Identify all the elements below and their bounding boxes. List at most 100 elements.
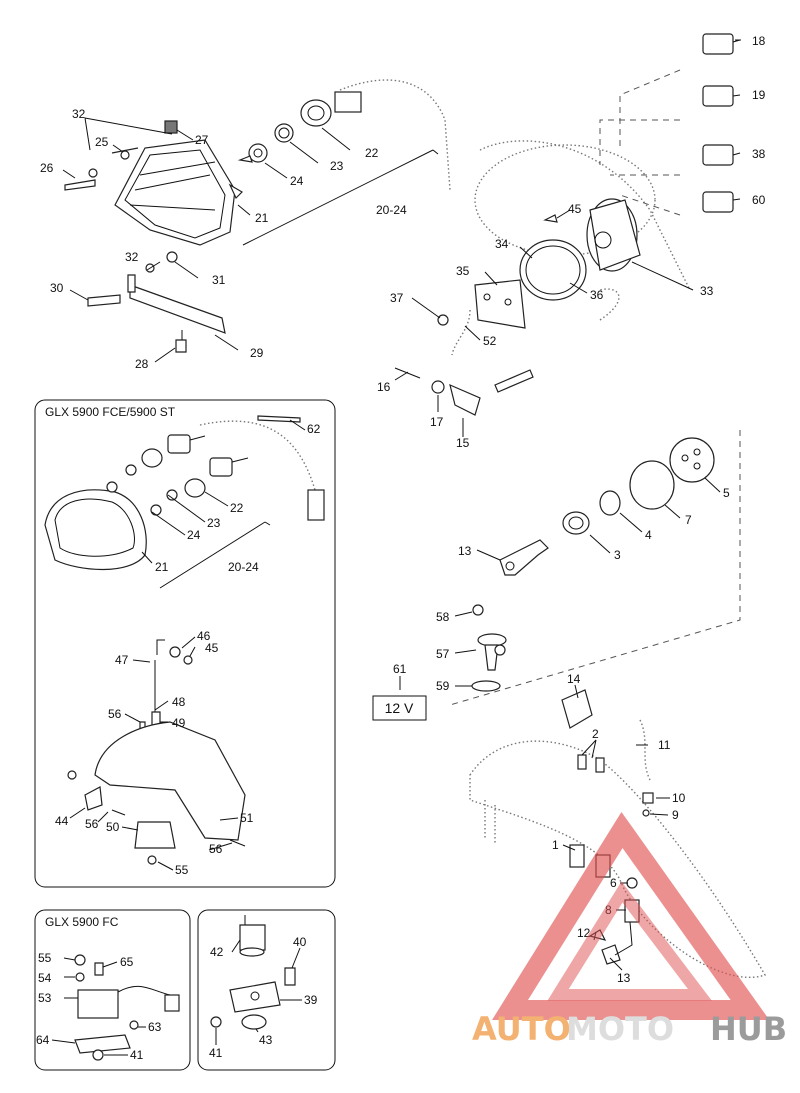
fce-headlight <box>44 415 325 571</box>
callout-21: 21 <box>255 211 269 225</box>
callout-44: 44 <box>55 814 69 828</box>
callout-36: 36 <box>590 288 604 302</box>
callout-7: 7 <box>685 513 692 527</box>
bulb-socket-top <box>237 79 451 191</box>
section-box-relay <box>197 909 336 1071</box>
callout-20-24b: 20-24 <box>228 560 259 574</box>
callout-61: 61 <box>393 662 407 676</box>
callout-41: 41 <box>130 1048 144 1062</box>
callout-55b: 55 <box>38 951 52 965</box>
callout-24b: 24 <box>187 528 201 542</box>
voltage-box <box>372 695 427 721</box>
callout-15: 15 <box>456 436 470 450</box>
watermark-auto: AUTO <box>472 1010 571 1048</box>
callout-33: 33 <box>700 284 714 298</box>
callout-28: 28 <box>135 357 149 371</box>
callout-32b: 32 <box>125 250 139 264</box>
callout-38: 38 <box>752 147 766 161</box>
callout-32: 32 <box>72 107 86 121</box>
callout-42: 42 <box>210 945 224 959</box>
callout-1: 1 <box>552 838 559 852</box>
callout-47: 47 <box>115 653 129 667</box>
callout-10: 10 <box>672 791 686 805</box>
callout-4: 4 <box>645 528 652 542</box>
callout-56: 56 <box>108 707 122 721</box>
callout-45b: 45 <box>205 641 219 655</box>
callout-34: 34 <box>495 237 509 251</box>
callout-45: 45 <box>568 202 582 216</box>
section-box-glx-fce-st <box>34 399 336 888</box>
callout-64: 64 <box>36 1033 50 1047</box>
callout-6: 6 <box>610 876 617 890</box>
callout-22b: 22 <box>230 501 244 515</box>
section-title-glx-fc: GLX 5900 FC <box>45 915 119 929</box>
section-title-glx-fce-st: GLX 5900 FCE/5900 ST <box>45 405 176 419</box>
callout-3: 3 <box>614 548 621 562</box>
callout-58: 58 <box>436 610 450 624</box>
callout-43: 43 <box>259 1033 273 1047</box>
callout-35: 35 <box>456 264 470 278</box>
gauge-cluster <box>437 140 691 356</box>
callout-2: 2 <box>592 727 599 741</box>
callout-25: 25 <box>95 135 109 149</box>
callout-9: 9 <box>672 808 679 822</box>
callout-48: 48 <box>172 695 186 709</box>
callout-39: 39 <box>304 993 318 1007</box>
callout-30: 30 <box>50 281 64 295</box>
callout-17: 17 <box>430 415 444 429</box>
relay-parts <box>210 915 296 1030</box>
callout-21b: 21 <box>155 560 169 574</box>
speedometer-cable-parts <box>394 367 534 416</box>
callout-59: 59 <box>436 679 450 693</box>
callout-26: 26 <box>40 161 54 175</box>
callout-49: 49 <box>172 716 186 730</box>
callout-54: 54 <box>38 971 52 985</box>
callout-55: 55 <box>175 863 189 877</box>
callout-56c: 56 <box>209 842 223 856</box>
callout-24: 24 <box>290 174 304 188</box>
watermark-logo: AUTO MOTO HUB <box>472 811 787 1048</box>
callout-5: 5 <box>723 486 730 500</box>
callout-37: 37 <box>390 291 404 305</box>
callout-19: 19 <box>752 88 766 102</box>
callout-31: 31 <box>212 273 226 287</box>
callout-16: 16 <box>377 380 391 394</box>
callout-labels: 18 19 38 60 32 27 25 26 21 22 23 24 20-2… <box>36 34 766 1062</box>
ignition-switch-parts <box>449 430 741 706</box>
callout-65: 65 <box>120 955 134 969</box>
callout-53: 53 <box>38 991 52 1005</box>
callout-20-24: 20-24 <box>376 203 407 217</box>
callout-27: 27 <box>195 133 209 147</box>
fce-bracket <box>67 639 246 865</box>
watermark-moto: MOTO <box>566 1010 674 1048</box>
callout-60: 60 <box>752 193 766 207</box>
callout-56b: 56 <box>85 817 99 831</box>
callout-50: 50 <box>106 820 120 834</box>
callout-29: 29 <box>250 346 264 360</box>
gauge-connectors <box>599 33 741 216</box>
callout-14: 14 <box>567 672 581 686</box>
callout-40: 40 <box>293 935 307 949</box>
callout-57: 57 <box>436 647 450 661</box>
callout-23b: 23 <box>207 516 221 530</box>
callout-63: 63 <box>148 1020 162 1034</box>
callout-23: 23 <box>330 159 344 173</box>
section-box-glx-fc <box>34 909 191 1071</box>
callout-13b: 13 <box>617 971 631 985</box>
callout-62: 62 <box>307 422 321 436</box>
callout-11: 11 <box>658 738 671 752</box>
voltage-label: 12 V <box>385 700 414 716</box>
fc-parts <box>74 954 180 1061</box>
console-section <box>469 604 767 978</box>
callout-13: 13 <box>458 544 472 558</box>
headlight-assembly <box>64 120 243 246</box>
callout-46: 46 <box>197 629 211 643</box>
callout-51: 51 <box>240 811 254 825</box>
headlight-bracket <box>87 251 226 353</box>
callout-18: 18 <box>752 34 766 48</box>
callout-52: 52 <box>483 334 497 348</box>
leader-lines <box>51 39 741 1056</box>
callout-41b: 41 <box>209 1046 223 1060</box>
callout-22: 22 <box>365 146 379 160</box>
